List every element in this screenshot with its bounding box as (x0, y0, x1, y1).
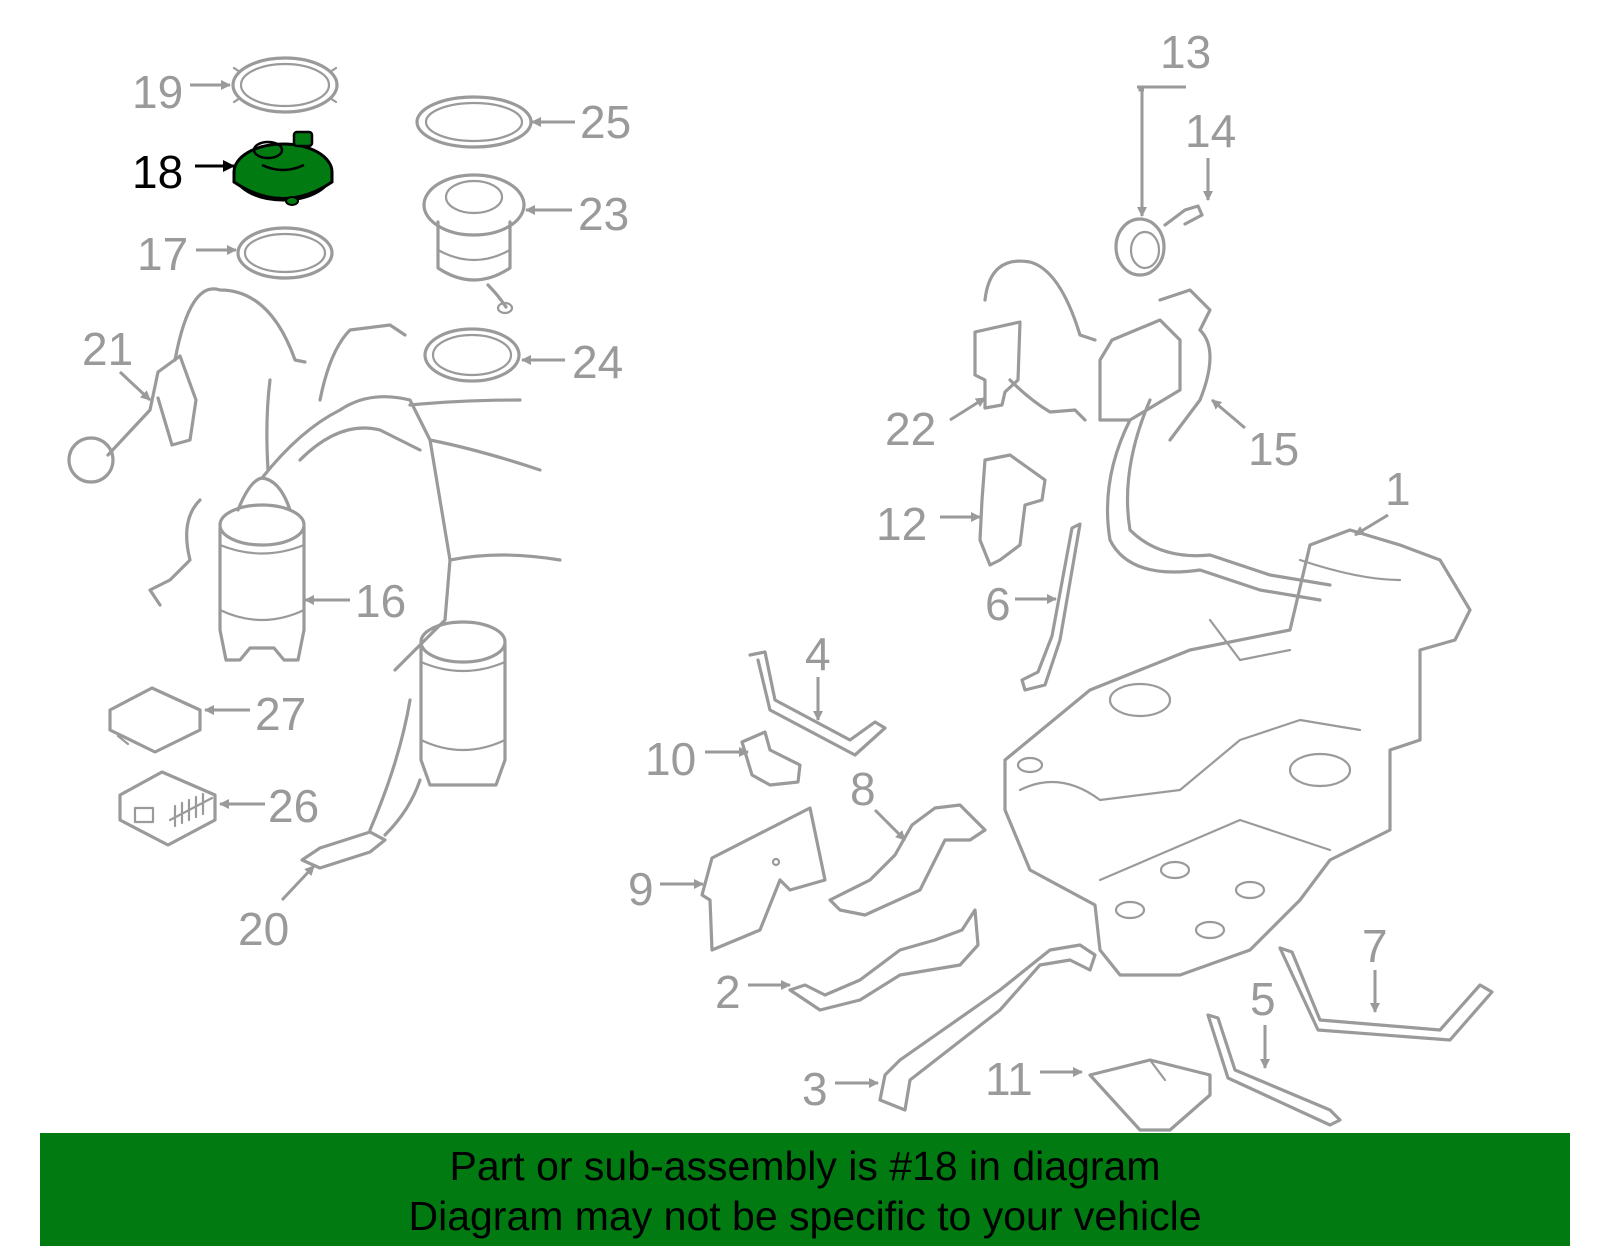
callout-27: 27 (255, 688, 306, 740)
banner-line-1: Part or sub-assembly is #18 in diagram (449, 1143, 1161, 1189)
part-17-seal (236, 226, 334, 280)
part-18-flange-highlighted (232, 130, 334, 206)
part-4-strap (748, 650, 887, 757)
part-2-bracket (788, 908, 980, 1012)
part-21-sender (67, 287, 307, 484)
callout-7: 7 (1362, 920, 1388, 972)
part-9-heat-shield (700, 806, 827, 952)
callout-16: 16 (355, 575, 406, 627)
callout-22: 22 (885, 403, 936, 455)
callout-19: 19 (132, 66, 183, 118)
part-3-strap (878, 943, 1097, 1112)
callout-9: 9 (628, 863, 654, 915)
callout-14: 14 (1185, 105, 1236, 157)
part-16-pump-right (419, 620, 507, 787)
callout-labels: 19 18 17 25 23 24 21 16 27 26 20 13 14 2… (82, 26, 1411, 1115)
callout-11: 11 (985, 1053, 1033, 1105)
callout-18: 18 (132, 146, 183, 198)
callout-4: 4 (805, 628, 831, 680)
info-banner: Part or sub-assembly is #18 in diagram D… (40, 1133, 1570, 1246)
part-19-ring (231, 56, 339, 114)
callout-20: 20 (238, 903, 289, 955)
part-8-bracket (828, 803, 987, 917)
callout-21: 21 (82, 323, 133, 375)
callout-24: 24 (572, 336, 623, 388)
callout-5: 5 (1250, 973, 1276, 1025)
part-20-connector (300, 698, 422, 870)
callout-1: 1 (1385, 463, 1411, 515)
part-6-strap (1020, 522, 1082, 692)
part-13-filler-cap (1114, 204, 1204, 277)
part-27-cover (108, 686, 202, 754)
callout-8: 8 (850, 763, 876, 815)
leader-lines (118, 80, 1389, 1088)
part-15-filler-neck (1098, 288, 1332, 602)
part-23-pump-module (422, 173, 526, 315)
part-1-fuel-tank (1003, 528, 1472, 977)
callout-15: 15 (1248, 423, 1299, 475)
part-25-ring (415, 95, 533, 149)
callout-2: 2 (715, 966, 741, 1018)
part-5-strap (1206, 1013, 1342, 1127)
part-16-pump-left (218, 476, 306, 662)
part-11-shield (1088, 1058, 1212, 1132)
callout-25: 25 (580, 96, 631, 148)
callout-6: 6 (985, 578, 1011, 630)
callout-23: 23 (578, 188, 629, 240)
part-10-clip (740, 730, 802, 787)
part-16-harness (148, 323, 562, 672)
callout-26: 26 (268, 780, 319, 832)
part-12-bracket (978, 453, 1047, 567)
callout-3: 3 (802, 1063, 828, 1115)
callout-13: 13 (1160, 26, 1211, 78)
part-26-module (118, 770, 217, 847)
part-22-sender (973, 259, 1097, 422)
banner-line-2: Diagram may not be specific to your vehi… (408, 1193, 1202, 1239)
callout-12: 12 (876, 498, 927, 550)
part-7-strap (1278, 946, 1494, 1042)
callout-10: 10 (645, 733, 696, 785)
callout-17: 17 (137, 228, 188, 280)
part-24-ring (423, 327, 521, 383)
